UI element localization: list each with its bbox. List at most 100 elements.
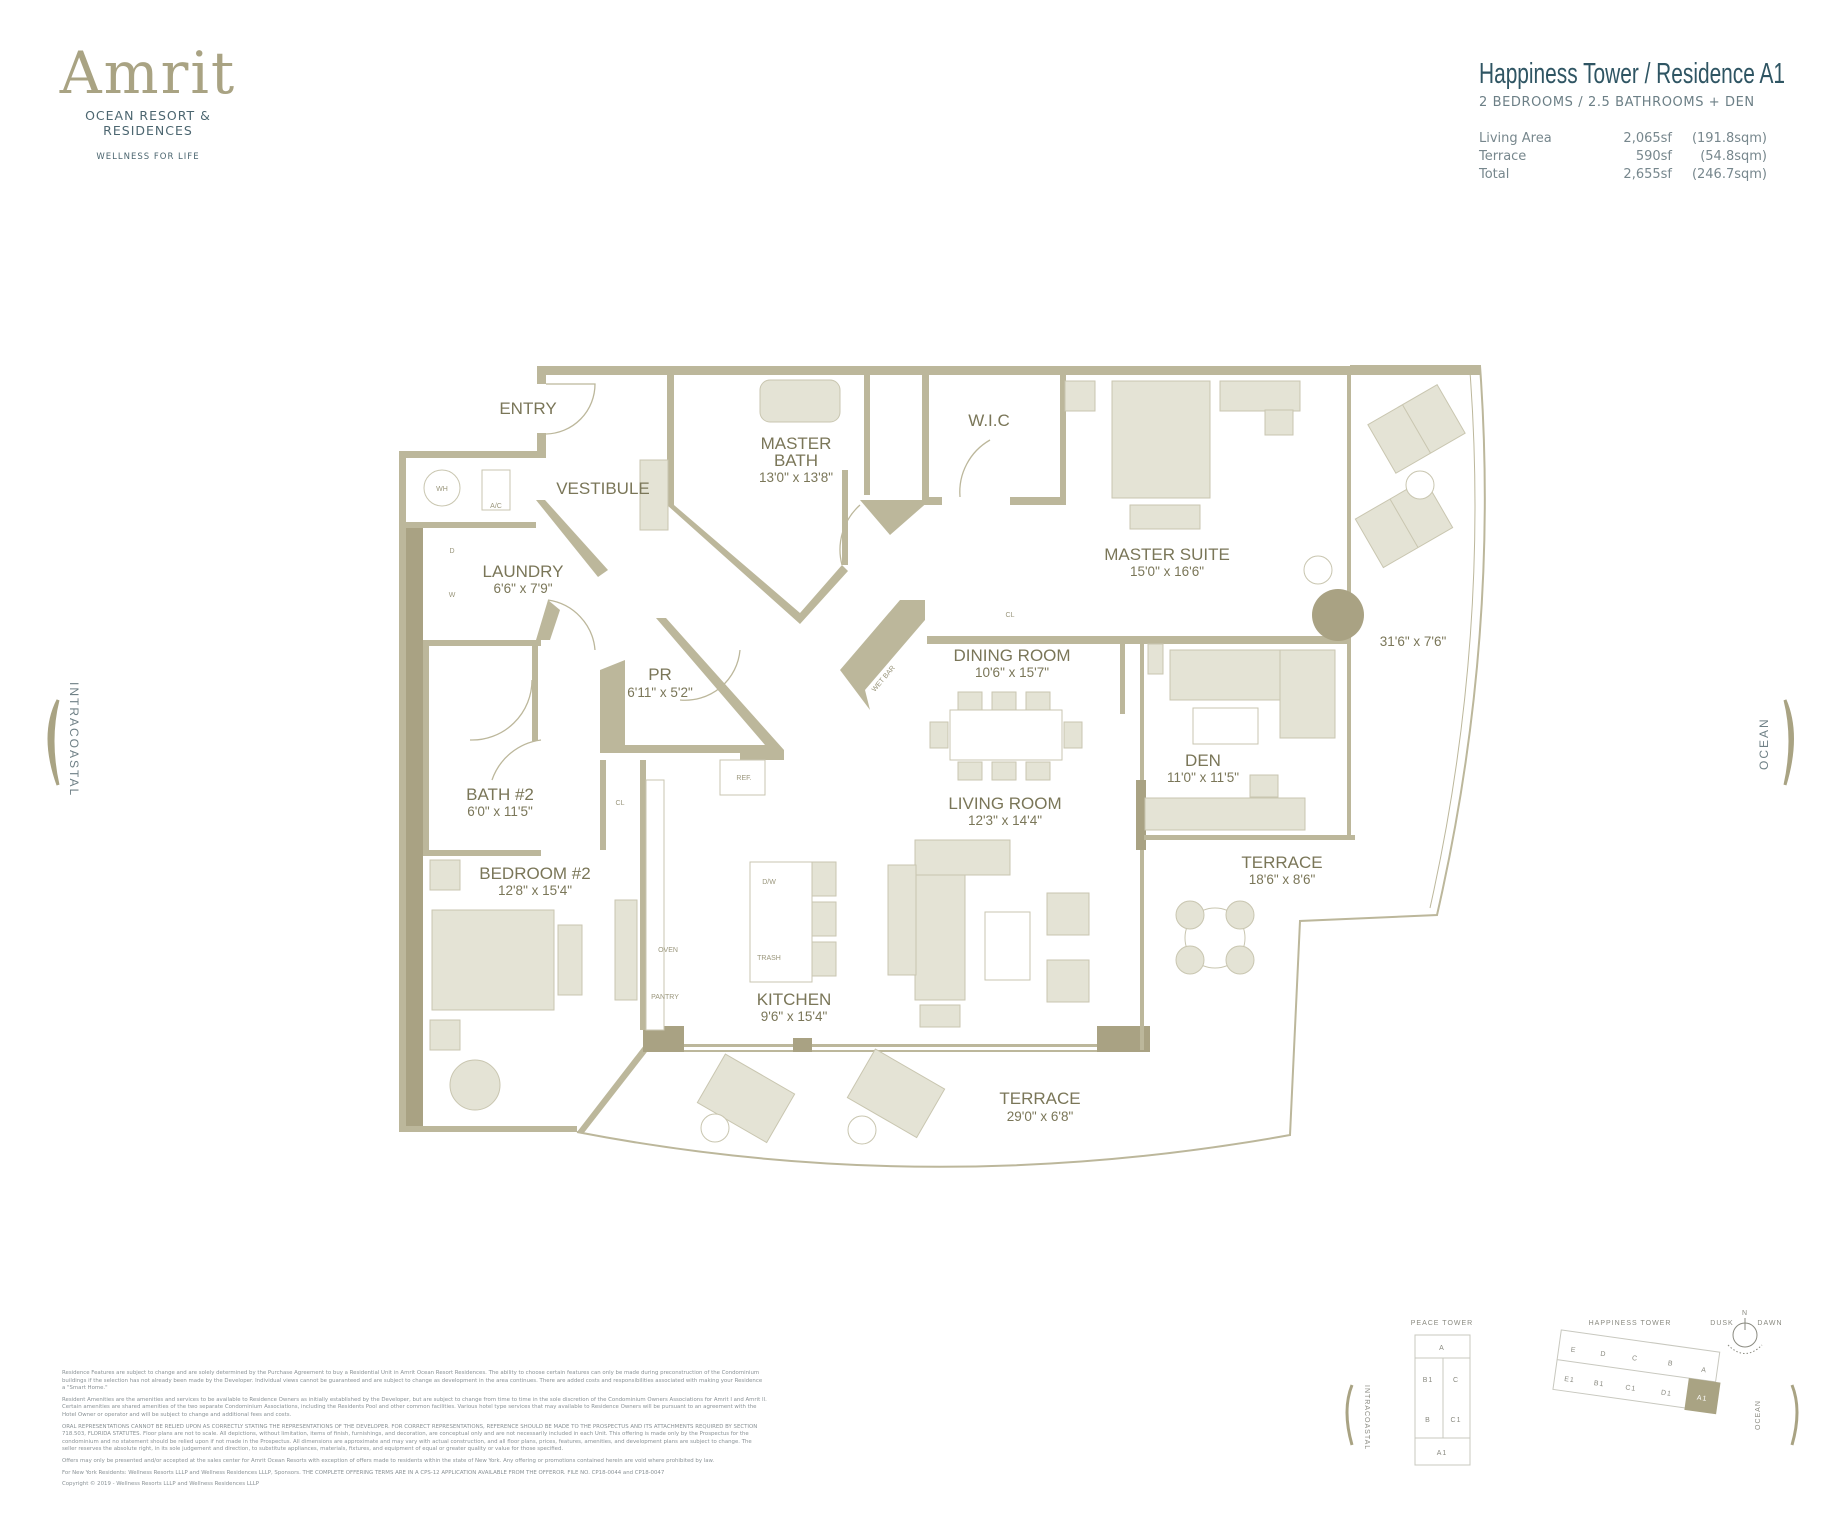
fixture-washer: W [449,592,456,599]
bedroom2-bed [431,909,555,1011]
happiness-unit: B1 [1593,1380,1604,1388]
keyplan-peace-title: PEACE TOWER [1411,1320,1473,1327]
peace-unit: B [1425,1417,1431,1424]
room-bath2-dim: 6'0" x 11'5" [467,804,533,819]
label-intracoastal: INTRACOASTAL [67,682,81,797]
room-dining: DINING ROOM [953,646,1070,665]
room-master-suite: MASTER SUITE [1104,545,1230,564]
room-vestibule: VESTIBULE [556,479,650,498]
room-master-bath-dim: 13'0" x 13'8" [759,470,833,485]
happiness-unit: B [1667,1360,1674,1368]
room-dining-dim: 10'6" x 15'7" [975,665,1049,680]
fixture-dryer: D [449,548,454,555]
room-bath2: BATH #2 [466,785,534,804]
area-label: Total [1479,167,1510,182]
room-laundry: LAUNDRY [483,562,564,581]
ocean-wave-icon [1783,699,1794,786]
area-sqm: (54.8sqm) [1700,149,1767,164]
logo-subtitle: OCEAN RESORT & RESIDENCES [85,108,211,138]
fixture-pantry: PANTRY [651,994,679,1001]
room-terrace-south: TERRACE [999,1089,1080,1108]
furniture [423,379,1466,1145]
fixture-ref: REF. [736,775,751,782]
fixture-closet: CL [1006,612,1015,619]
keyplan-happiness-title: HAPPINESS TOWER [1589,1320,1672,1327]
room-kitchen: KITCHEN [757,990,832,1009]
disclaimer-paragraph: ORAL REPRESENTATIONS CANNOT BE RELIED UP… [62,1423,758,1453]
room-labels: ENTRY VESTIBULE MASTER BATH 13'0" x 13'8… [466,399,1446,1124]
area-sqm: (246.7sqm) [1691,167,1767,182]
room-living-dim: 12'3" x 14'4" [968,813,1042,828]
walls [399,366,1480,1134]
disclaimer-paragraph: Copyright © 2019 - Wellness Resorts LLLP… [62,1481,259,1488]
room-den-dim: 11'0" x 11'5" [1167,770,1239,785]
room-master-bath-2: BATH [774,451,818,470]
residence-header: Happiness Tower / Residence A1 2 BEDROOM… [1479,58,1785,184]
logo-wordmark: Amrit [59,39,237,107]
area-table: Living Area 2,065sf (191.8sqm) Terrace 590s… [1479,130,1779,184]
room-living: LIVING ROOM [948,794,1061,813]
room-entry: ENTRY [499,399,556,418]
room-bedroom2: BEDROOM #2 [479,864,590,883]
happiness-unit: E [1570,1346,1577,1354]
fixture-wh: WH [436,486,448,493]
compass-dusk: DUSK [1710,1320,1733,1327]
room-pr: PR [648,665,672,684]
dining-table [949,709,1063,761]
room-terrace-south-dim: 29'0" x 6'8" [1007,1109,1074,1124]
room-terrace-den: TERRACE [1241,853,1322,872]
terrace-outline-inner [1429,371,1476,909]
fixture-ac: A/C [490,503,502,510]
room-laundry-dim: 6'6" x 7'9" [493,581,552,596]
peace-unit: A [1439,1345,1445,1352]
room-bedroom2-dim: 12'8" x 15'4" [498,883,572,898]
intracoastal-wave-icon [47,699,60,786]
peace-unit: C1 [1451,1417,1462,1424]
room-master-suite-dim: 15'0" x 16'6" [1130,564,1204,579]
area-label: Terrace [1479,149,1527,164]
logo-tagline: WELLNESS FOR LIFE [96,152,200,162]
area-row: Terrace 590sf (54.8sqm) [1479,148,1779,166]
fixture-oven: OVEN [658,947,678,954]
disclaimer-paragraph: Offers may only be presented and/or acce… [62,1457,715,1464]
room-master-bath: MASTER [761,434,832,453]
area-label: Living Area [1479,131,1552,146]
area-sf: 2,655sf [1623,167,1672,182]
area-sf: 590sf [1635,149,1672,164]
keyplan-peace-tower: PEACE TOWER A B1 C B C1 A1 INTRACOASTAL [1345,1320,1473,1466]
room-den: DEN [1185,751,1221,770]
disclaimer-paragraph: Residence Features are subject to change… [62,1370,763,1392]
fixture-trash: TRASH [757,955,781,962]
keyplan-happiness-tower: HAPPINESS TOWER E D C B A E1 B1 C1 D1 A1 [1552,1320,1721,1415]
happiness-unit: A [1701,1367,1708,1375]
happiness-unit: E1 [1564,1376,1575,1384]
disclaimer-paragraph: Resident Amenities are the amenities and… [62,1396,767,1418]
happiness-unit: C1 [1625,1384,1637,1392]
area-row: Living Area 2,065sf (191.8sqm) [1479,130,1779,148]
happiness-unit: C [1631,1355,1638,1363]
kitchen-island [749,861,813,983]
area-sqm: (191.8sqm) [1691,131,1767,146]
compass-dawn: DAWN [1757,1320,1782,1327]
happiness-unit: D1 [1661,1389,1673,1397]
room-pr-dim: 6'11" x 5'2" [627,685,693,700]
legal-disclaimer: Residence Features are subject to change… [62,1370,767,1493]
keyplan-ocean-wave-icon [1790,1384,1799,1446]
highlighted-unit [1684,1378,1721,1415]
compass-north: N [1742,1310,1748,1317]
fixture-dw: D/W [762,879,776,886]
terrace-east-dim: 31'6" x 7'6" [1380,634,1447,649]
happiness-unit: A1 [1696,1395,1707,1403]
compass: N DUSK DAWN [1710,1310,1782,1354]
area-row: Total 2,655sf (246.7sqm) [1479,166,1779,184]
area-sf: 2,065sf [1623,131,1672,146]
residence-subtitle: 2 BEDROOMS / 2.5 BATHROOMS + DEN [1479,95,1755,110]
doors [469,383,991,781]
terrace-outline [576,365,1486,1168]
room-kitchen-dim: 9'6" x 15'4" [761,1009,828,1024]
room-wic: W.I.C [968,411,1010,430]
keyplan-ocean: OCEAN [1755,1400,1762,1430]
peace-unit: B1 [1423,1377,1434,1384]
peace-unit: C [1453,1377,1459,1384]
